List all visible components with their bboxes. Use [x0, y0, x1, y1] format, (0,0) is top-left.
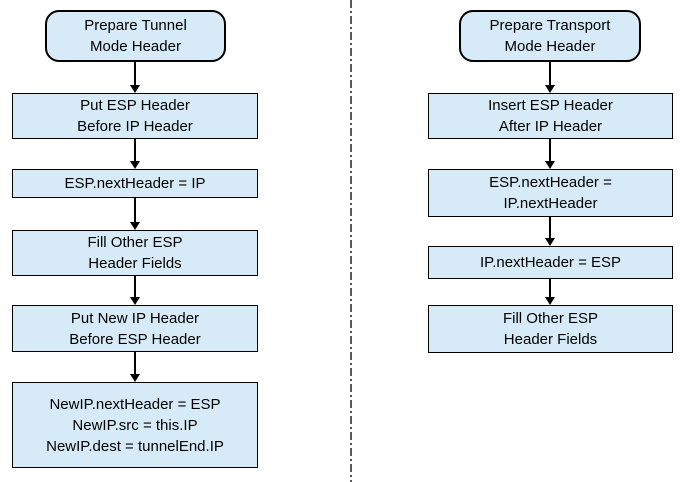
- arrowhead-down-icon: [130, 222, 140, 230]
- arrowhead-down-icon: [545, 238, 555, 246]
- arrow-shaft: [549, 217, 551, 239]
- arrow-shaft: [134, 198, 136, 223]
- flowchart-node-newip-assignments: NewIP.nextHeader = ESP NewIP.src = this.…: [12, 382, 258, 468]
- flowchart-node-prepare-transport-header: Prepare Transport Mode Header: [459, 10, 641, 62]
- down-arrow: [545, 279, 555, 305]
- down-arrow: [130, 276, 140, 305]
- flowchart-node-prepare-tunnel-header: Prepare Tunnel Mode Header: [45, 10, 226, 62]
- flowchart-node-fill-other-esp-fields-tunnel: Fill Other ESP Header Fields: [12, 230, 258, 276]
- arrow-shaft: [549, 139, 551, 162]
- arrowhead-down-icon: [545, 161, 555, 169]
- down-arrow: [545, 139, 555, 169]
- down-arrow: [130, 198, 140, 230]
- arrowhead-down-icon: [130, 85, 140, 93]
- arrowhead-down-icon: [130, 297, 140, 305]
- down-arrow: [545, 62, 555, 93]
- arrowhead-down-icon: [130, 374, 140, 382]
- flowchart-node-put-esp-before-ip: Put ESP Header Before IP Header: [12, 93, 258, 139]
- flowchart-node-esp-nextheader-ip: ESP.nextHeader = IP: [12, 169, 258, 198]
- arrowhead-down-icon: [545, 297, 555, 305]
- arrow-shaft: [134, 62, 136, 86]
- flowchart-node-fill-other-esp-fields-transport: Fill Other ESP Header Fields: [428, 305, 673, 353]
- flowchart-node-insert-esp-after-ip: Insert ESP Header After IP Header: [428, 93, 673, 139]
- down-arrow: [130, 139, 140, 169]
- flowchart-node-esp-nextheader-from-ip: ESP.nextHeader = IP.nextHeader: [428, 169, 673, 217]
- arrowhead-down-icon: [545, 85, 555, 93]
- down-arrow: [130, 352, 140, 382]
- divider-line: [350, 0, 352, 482]
- flowchart-node-ip-nextheader-esp: IP.nextHeader = ESP: [428, 246, 673, 279]
- arrow-shaft: [549, 62, 551, 86]
- flowchart-node-put-new-ip-header: Put New IP Header Before ESP Header: [12, 305, 258, 352]
- arrow-shaft: [134, 139, 136, 162]
- down-arrow: [130, 62, 140, 93]
- arrow-shaft: [134, 276, 136, 298]
- down-arrow: [545, 217, 555, 246]
- arrow-shaft: [134, 352, 136, 375]
- arrowhead-down-icon: [130, 161, 140, 169]
- arrow-shaft: [549, 279, 551, 298]
